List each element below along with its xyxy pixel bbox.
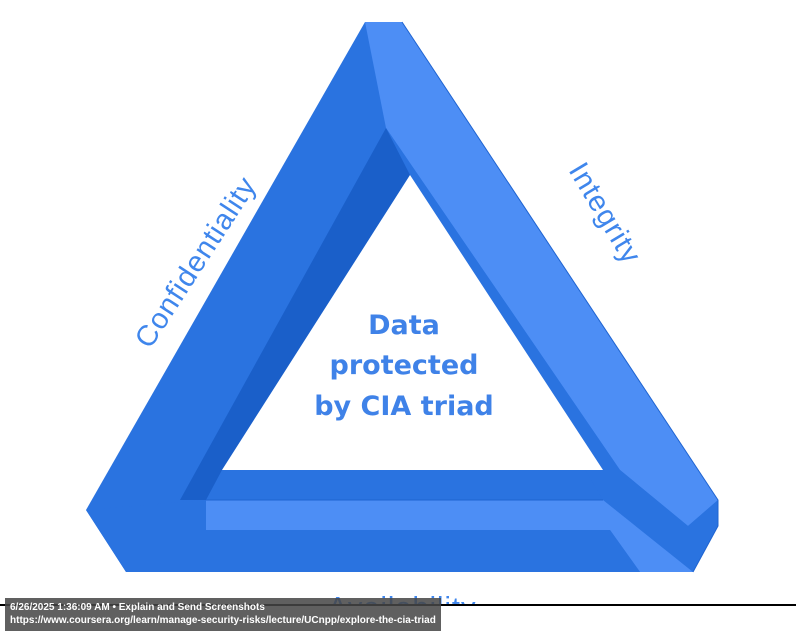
triangle-bottom-face bbox=[86, 500, 640, 572]
triangle-inner-left-bevel bbox=[180, 128, 410, 500]
triangle-bottom-top bbox=[206, 500, 693, 572]
center-line-1: Data bbox=[368, 310, 440, 341]
triangle-right-face bbox=[386, 128, 718, 572]
screenshot-caption-overlay: 6/26/2025 1:36:09 AM • Explain and Send … bbox=[5, 598, 441, 631]
integrity-label: Integrity bbox=[562, 157, 647, 270]
triangle-inner-hole bbox=[222, 175, 603, 470]
center-line-2: protected bbox=[330, 350, 479, 381]
caption-url: https://www.coursera.org/learn/manage-se… bbox=[10, 615, 436, 626]
center-line-3: by CIA triad bbox=[314, 391, 494, 422]
triangle-edge-line bbox=[401, 21, 719, 573]
impossible-triangle bbox=[86, 21, 719, 573]
caption-timestamp: 6/26/2025 1:36:09 AM • Explain and Send … bbox=[10, 602, 265, 613]
triangle-right-bevel bbox=[365, 22, 718, 526]
center-caption: Data protected by CIA triad bbox=[314, 310, 494, 422]
